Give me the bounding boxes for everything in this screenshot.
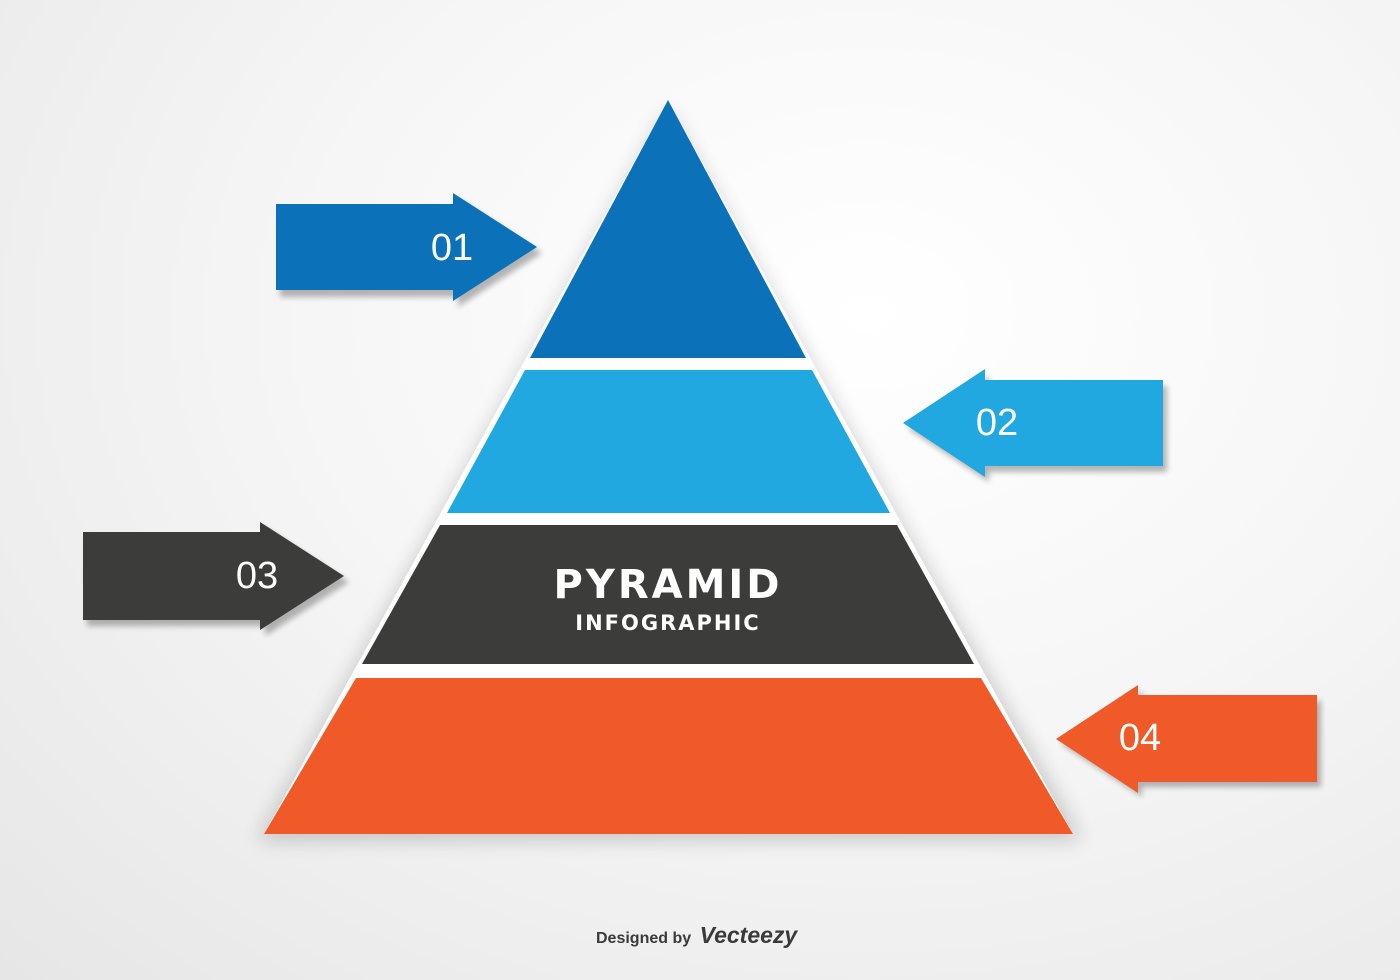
arrow-04-shape	[1056, 685, 1317, 793]
arrow-01-shape	[276, 193, 537, 301]
arrow-02-shape	[903, 369, 1163, 477]
arrow-03-shape	[83, 522, 344, 630]
pyramid-tier-4	[264, 678, 1073, 834]
pyramid-subtitle: INFOGRAPHIC	[575, 611, 760, 635]
pyramid-title: PYRAMID	[554, 562, 783, 608]
arrow-callout-01: 01	[276, 193, 542, 307]
pyramid-tier-3	[362, 525, 974, 664]
arrow-04-label: 04	[1119, 717, 1161, 759]
arrow-01-label: 01	[431, 227, 473, 269]
arrow-callout-02: 02	[903, 369, 1167, 482]
credit-brand-logo: Vecteezy	[699, 922, 798, 948]
arrow-02-label: 02	[976, 402, 1018, 444]
designer-credit: Designed by Vecteezy	[596, 922, 797, 949]
arrow-callout-04: 04	[1056, 685, 1321, 797]
arrow-03-label: 03	[236, 555, 278, 597]
credit-prefix: Designed by	[596, 930, 692, 947]
pyramid-tier-1	[530, 100, 806, 358]
pyramid-tier-2	[447, 370, 890, 513]
arrow-callout-03: 03	[83, 522, 349, 636]
